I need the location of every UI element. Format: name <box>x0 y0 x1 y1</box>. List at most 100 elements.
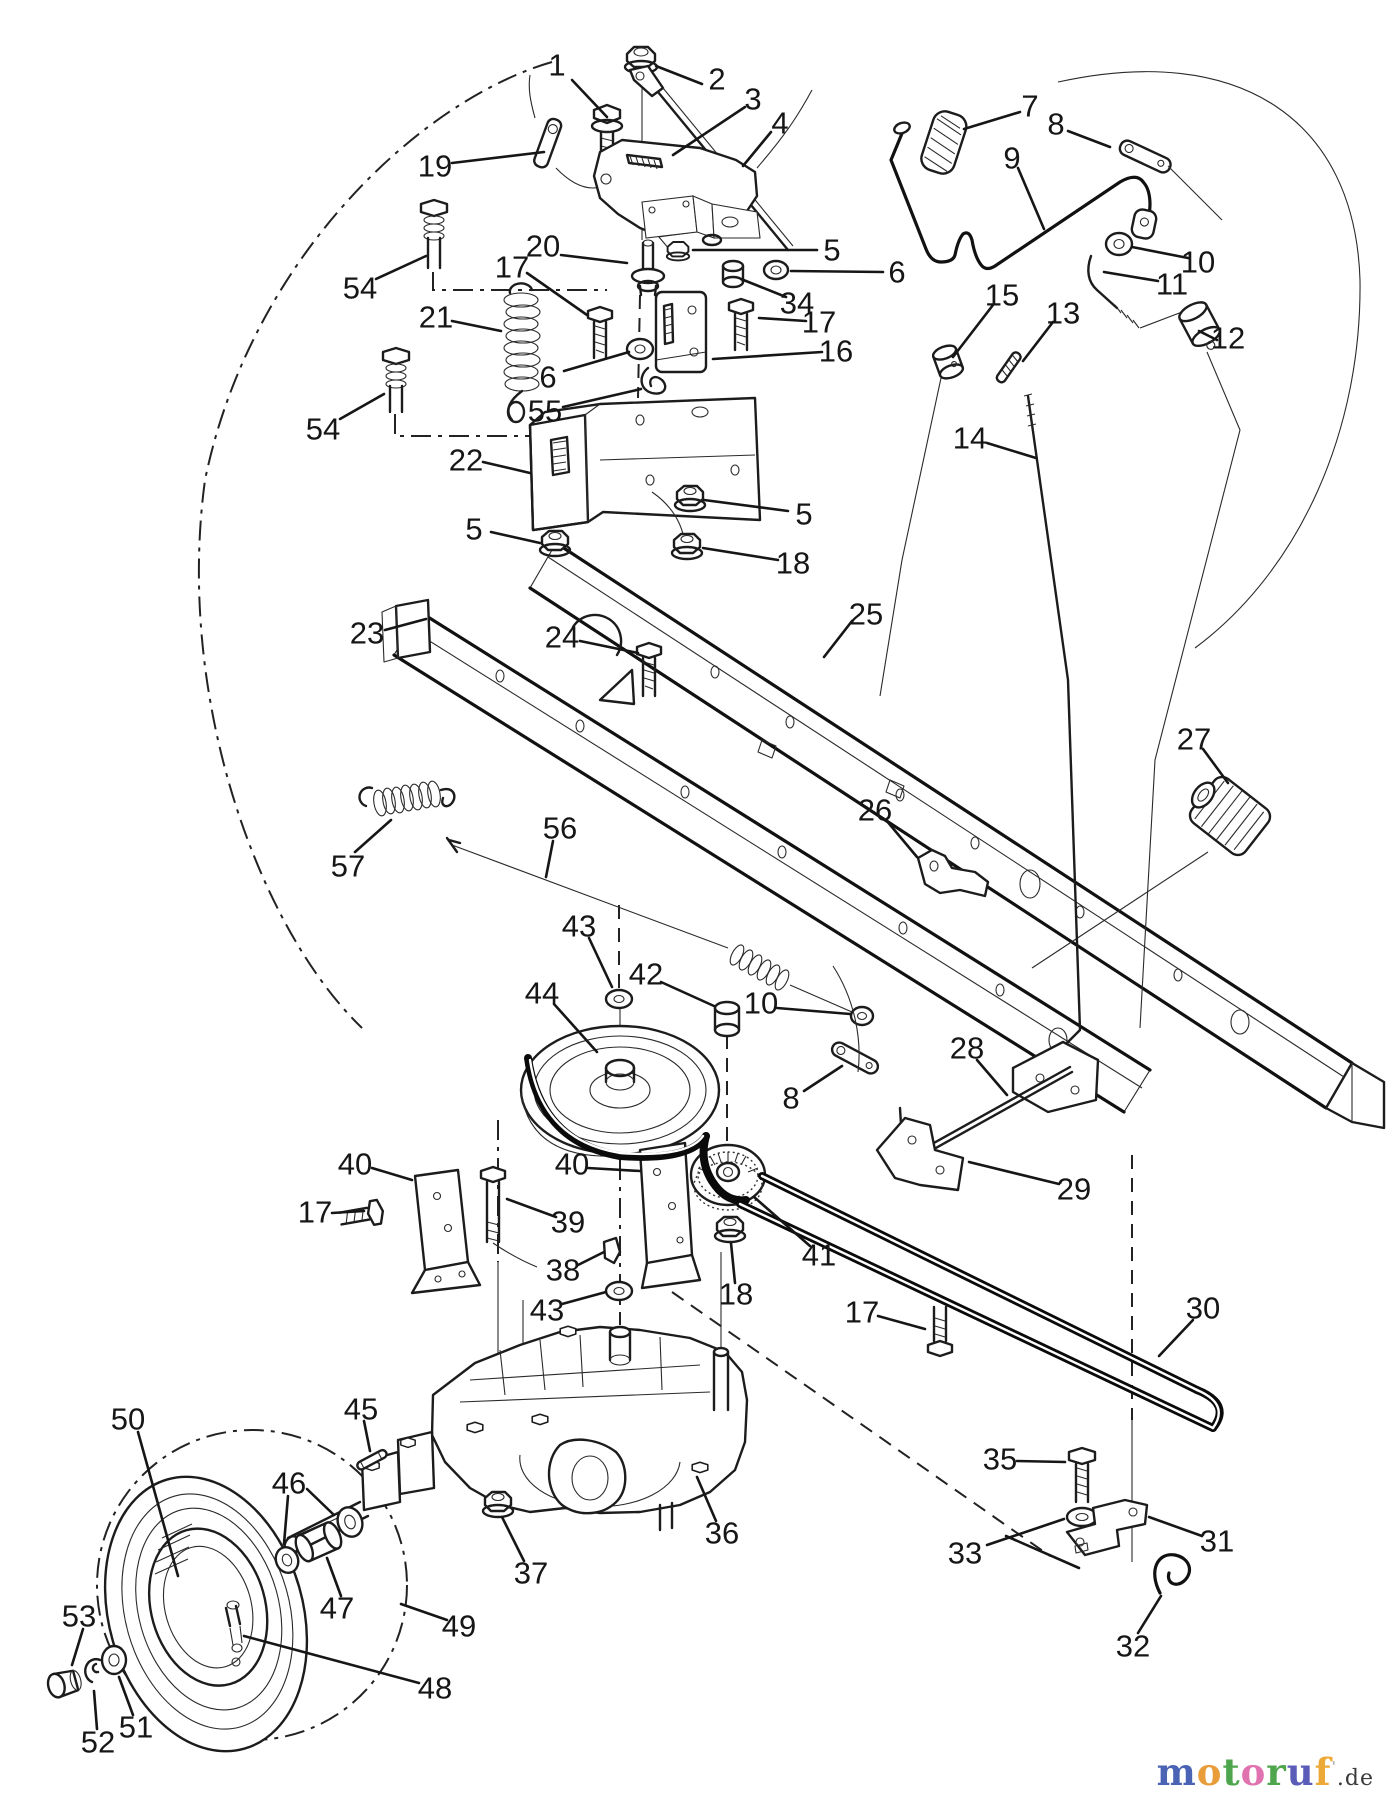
cable-12 <box>1139 351 1241 1029</box>
callout-6: 6 <box>789 255 906 290</box>
svg-text:36: 36 <box>705 1516 739 1551</box>
washer-6 <box>762 259 790 281</box>
mounting-plate-3 <box>592 138 761 247</box>
hex-bolt-35 <box>1067 1446 1097 1504</box>
brake-bracket-31 <box>1065 1498 1149 1557</box>
bracket-40-right <box>638 1141 702 1290</box>
flange-nut <box>673 484 707 513</box>
svg-text:6: 6 <box>539 360 556 395</box>
callout-2: 2 <box>654 62 726 97</box>
callout-17: 17 <box>298 1195 366 1230</box>
callout-30: 30 <box>1157 1291 1220 1358</box>
z-bracket-29 <box>875 1116 965 1192</box>
callout-52: 52 <box>81 1689 115 1760</box>
svg-text:37: 37 <box>514 1556 548 1591</box>
callout-42: 42 <box>629 957 716 1008</box>
callout-11: 11 <box>1102 267 1188 302</box>
valve-stem <box>224 1600 243 1667</box>
callout-9: 9 <box>1003 141 1046 231</box>
svg-text:47: 47 <box>320 1591 354 1626</box>
hex-bolt-54 <box>381 346 411 414</box>
brake-rod-14 <box>1026 394 1082 1050</box>
idler-rod-56 <box>445 836 880 1075</box>
svg-text:27: 27 <box>1177 722 1211 757</box>
callout-3: 3 <box>671 82 762 157</box>
callout-16: 16 <box>711 334 853 369</box>
flange-nut <box>713 1215 747 1244</box>
callout-51: 51 <box>117 1675 153 1745</box>
svg-text:23: 23 <box>350 616 384 651</box>
callout-43: 43 <box>530 1290 608 1328</box>
callout-37: 37 <box>500 1515 548 1591</box>
wheel-assembly <box>46 1475 364 1753</box>
spring-57 <box>358 780 456 817</box>
footrest-pad <box>1031 775 1272 969</box>
svg-text:17: 17 <box>845 1295 879 1330</box>
callout-40: 40 <box>555 1147 642 1182</box>
logo-letter: r <box>1266 1750 1287 1794</box>
svg-text:13: 13 <box>1046 296 1080 331</box>
svg-text:18: 18 <box>719 1277 753 1312</box>
svg-text:31: 31 <box>1200 1524 1234 1559</box>
washer-43 <box>604 1280 634 1302</box>
svg-text:17: 17 <box>495 250 529 285</box>
svg-text:54: 54 <box>306 412 340 447</box>
svg-text:43: 43 <box>562 909 596 944</box>
svg-text:53: 53 <box>62 1599 96 1634</box>
logo-suffix: .de <box>1336 1766 1374 1791</box>
svg-text:18: 18 <box>776 546 810 581</box>
svg-text:46: 46 <box>272 1466 306 1501</box>
callout-43: 43 <box>562 909 614 989</box>
washer-51 <box>100 1644 128 1676</box>
frame-rail-lower <box>381 598 1152 1114</box>
callout-38: 38 <box>546 1250 606 1288</box>
brake-hardware <box>926 1305 1192 1595</box>
callout-1: 1 <box>548 48 609 119</box>
svg-text:40: 40 <box>555 1147 589 1182</box>
washer-6 <box>625 337 655 361</box>
callout-57: 57 <box>331 818 393 884</box>
bushing-15 <box>931 344 965 380</box>
support-brackets-28-29 <box>875 1040 1100 1192</box>
link-8 <box>1118 139 1172 174</box>
hex-bolt <box>926 1305 954 1358</box>
callout-31: 31 <box>1147 1515 1234 1559</box>
drive-belt-30 <box>524 1054 1224 1432</box>
hex-bolt <box>727 297 755 352</box>
spacer-47 <box>294 1521 343 1563</box>
callout-40: 40 <box>338 1147 414 1182</box>
callout-18: 18 <box>701 546 810 581</box>
svg-text:15: 15 <box>985 278 1019 313</box>
svg-text:30: 30 <box>1186 1291 1220 1326</box>
svg-text:33: 33 <box>948 1536 982 1571</box>
svg-text:21: 21 <box>419 300 453 335</box>
svg-text:45: 45 <box>344 1392 378 1427</box>
callout-8: 8 <box>1047 107 1112 149</box>
svg-text:14: 14 <box>953 421 987 456</box>
bushing-34 <box>721 259 745 289</box>
callout-6: 6 <box>539 350 631 395</box>
washer-43 <box>604 988 634 1010</box>
svg-text:19: 19 <box>418 149 452 184</box>
svg-text:43: 43 <box>530 1293 564 1328</box>
link-8 <box>830 1041 880 1075</box>
rail-bracket-26 <box>916 848 990 898</box>
hex-bolt <box>635 641 663 698</box>
cable-15 <box>879 377 942 697</box>
callout-18: 18 <box>719 1241 753 1312</box>
callout-24: 24 <box>545 620 640 655</box>
svg-text:55: 55 <box>528 394 562 429</box>
svg-text:44: 44 <box>525 976 559 1011</box>
callout-32: 32 <box>1116 1594 1163 1664</box>
svg-text:41: 41 <box>802 1238 836 1273</box>
callout-28: 28 <box>950 1031 1009 1097</box>
frame-rail-upper <box>528 541 1386 1130</box>
svg-text:26: 26 <box>858 793 892 828</box>
callout-12: 12 <box>1197 321 1245 356</box>
svg-text:24: 24 <box>545 620 579 655</box>
callout-41: 41 <box>752 1195 836 1273</box>
callout-36: 36 <box>695 1475 739 1551</box>
callout-45: 45 <box>344 1392 378 1453</box>
callout-22: 22 <box>449 443 532 478</box>
